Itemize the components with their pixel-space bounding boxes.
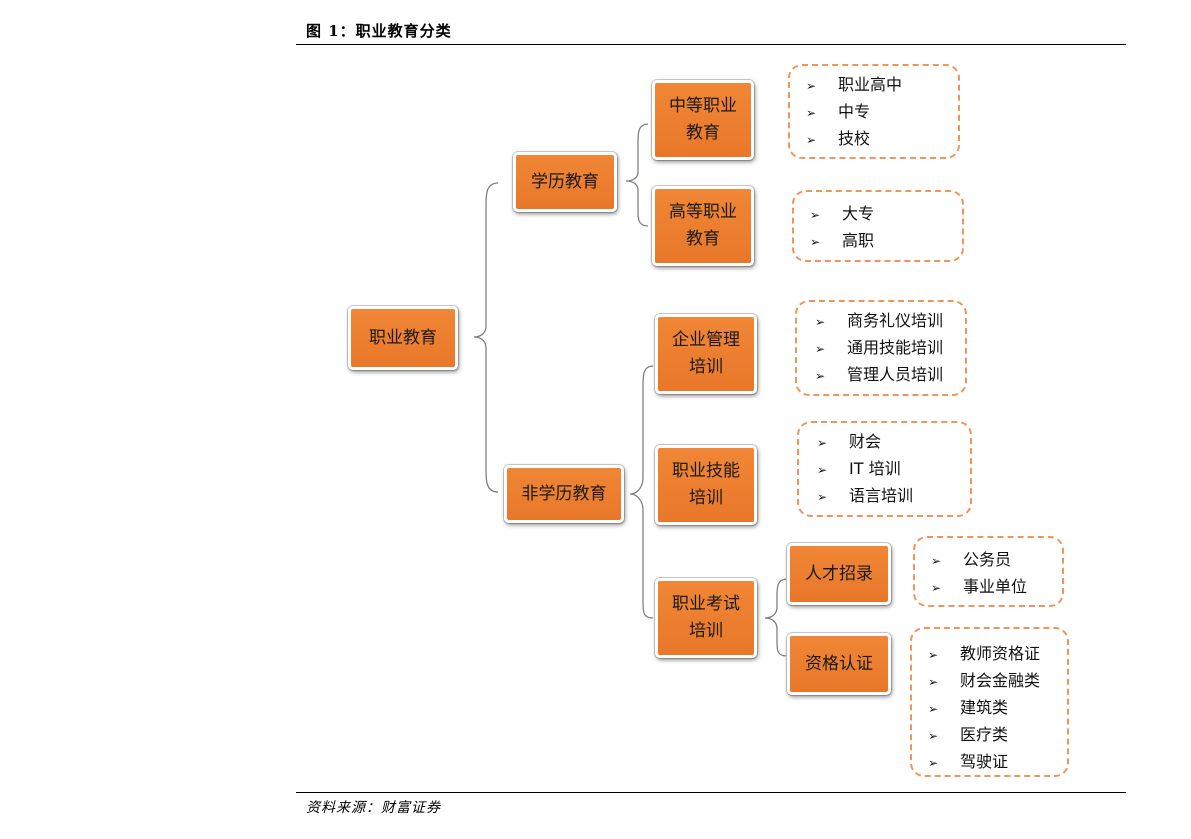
leaf-box-qualification: ➢ 教师资格证 ➢ 财会金融类 ➢ 建筑类 ➢ 医疗类 ➢ 驾驶证 — [910, 627, 1069, 777]
list-item: ➢ 医疗类 — [928, 722, 1067, 749]
bullet-arrow-icon: ➢ — [806, 79, 817, 93]
node-label-line2: 培训 — [689, 621, 723, 641]
list-item-text: 财会 — [849, 432, 882, 451]
bullet-arrow-icon: ➢ — [806, 106, 817, 120]
list-item-text: 医疗类 — [960, 725, 1009, 744]
bottom-rule — [296, 792, 1126, 793]
list-item: ➢ 中专 — [806, 99, 958, 126]
node-label: 非学历教育 — [521, 483, 607, 504]
figure-title: 图 1：职业教育分类 — [306, 22, 452, 40]
leaf-box-secondary-vocational: ➢ 职业高中 ➢ 中专 ➢ 技校 — [788, 64, 960, 159]
node-label-line2: 教育 — [686, 229, 720, 249]
node-academic-education: 学历教育 — [513, 152, 617, 212]
list-item: ➢ 财会 — [817, 429, 970, 456]
list-item: ➢ 建筑类 — [928, 695, 1067, 722]
node-qualification-certification: 资格认证 — [787, 633, 891, 695]
bullet-arrow-icon: ➢ — [817, 490, 828, 504]
bullet-arrow-icon: ➢ — [931, 581, 942, 595]
node-vocational-exam-training: 职业考试培训 — [655, 578, 757, 658]
bullet-arrow-icon: ➢ — [810, 235, 821, 249]
list-item: ➢ 驾驶证 — [928, 749, 1067, 776]
list-item-text: 建筑类 — [960, 698, 1009, 717]
node-label-line1: 高等职业 — [669, 202, 737, 222]
node-label-line1: 职业考试 — [672, 594, 740, 614]
brace-xueli — [625, 123, 649, 227]
source-note: 资料来源：财富证券 — [306, 800, 441, 816]
bullet-arrow-icon: ➢ — [931, 554, 942, 568]
list-item-text: 中专 — [838, 102, 871, 121]
node-label-line2: 教育 — [686, 123, 720, 143]
leaf-box-talent-recruitment: ➢ 公务员 ➢ 事业单位 — [913, 536, 1064, 607]
list-item-text: IT 培训 — [849, 459, 901, 478]
top-rule — [296, 44, 1126, 45]
node-label: 资格认证 — [805, 653, 873, 674]
node-talent-recruitment: 人才招录 — [787, 543, 891, 605]
list-item-text: 技校 — [838, 129, 871, 148]
bullet-arrow-icon: ➢ — [928, 729, 939, 743]
list-item-text: 驾驶证 — [960, 752, 1009, 771]
node-higher-vocational: 高等职业教育 — [652, 186, 754, 266]
node-secondary-vocational: 中等职业教育 — [652, 80, 754, 160]
list-item-text: 职业高中 — [838, 75, 903, 94]
brace-root — [473, 182, 499, 493]
node-enterprise-management-training: 企业管理培训 — [655, 314, 757, 394]
list-item: ➢ IT 培训 — [817, 456, 970, 483]
list-item: ➢ 管理人员培训 — [815, 362, 965, 389]
bullet-arrow-icon: ➢ — [815, 369, 826, 383]
node-vocational-skills-training: 职业技能培训 — [655, 445, 757, 525]
node-label: 学历教育 — [531, 171, 599, 192]
brace-feixueli — [629, 365, 654, 619]
list-item-text: 商务礼仪培训 — [847, 311, 944, 330]
leaf-box-skills-training: ➢ 财会 ➢ IT 培训 ➢ 语言培训 — [797, 421, 972, 517]
bullet-arrow-icon: ➢ — [928, 756, 939, 770]
node-label: 人才招录 — [805, 563, 873, 584]
bullet-arrow-icon: ➢ — [817, 436, 828, 450]
list-item: ➢ 大专 — [810, 201, 962, 228]
list-item-text: 高职 — [842, 231, 875, 250]
bullet-arrow-icon: ➢ — [928, 675, 939, 689]
list-item-text: 教师资格证 — [960, 644, 1041, 663]
bullet-arrow-icon: ➢ — [928, 648, 939, 662]
list-item: ➢ 教师资格证 — [928, 641, 1067, 668]
list-item-text: 语言培训 — [849, 486, 914, 505]
list-item: ➢ 商务礼仪培训 — [815, 308, 965, 335]
list-item: ➢ 职业高中 — [806, 72, 958, 99]
list-item: ➢ 高职 — [810, 228, 962, 255]
list-item: ➢ 技校 — [806, 126, 958, 153]
node-label-line2: 培训 — [689, 357, 723, 377]
brace-kaoshi — [764, 578, 788, 657]
node-non-academic-education: 非学历教育 — [504, 465, 624, 523]
leaf-box-enterprise-training: ➢ 商务礼仪培训 ➢ 通用技能培训 ➢ 管理人员培训 — [795, 300, 967, 396]
leaf-box-higher-vocational: ➢ 大专 ➢ 高职 — [792, 190, 964, 262]
bullet-arrow-icon: ➢ — [928, 702, 939, 716]
node-label-line1: 中等职业 — [669, 96, 737, 116]
list-item: ➢ 通用技能培训 — [815, 335, 965, 362]
bullet-arrow-icon: ➢ — [810, 208, 821, 222]
node-label-line1: 职业技能 — [672, 461, 740, 481]
list-item-text: 大专 — [842, 204, 875, 223]
bullet-arrow-icon: ➢ — [815, 342, 826, 356]
node-label-line2: 培训 — [689, 488, 723, 508]
list-item: ➢ 语言培训 — [817, 483, 970, 510]
list-item: ➢ 事业单位 — [931, 574, 1062, 601]
list-item: ➢ 财会金融类 — [928, 668, 1067, 695]
list-item-text: 事业单位 — [963, 577, 1028, 596]
bullet-arrow-icon: ➢ — [806, 133, 817, 147]
list-item-text: 公务员 — [963, 550, 1012, 569]
node-label: 职业教育 — [369, 327, 437, 348]
bullet-arrow-icon: ➢ — [817, 463, 828, 477]
list-item: ➢ 公务员 — [931, 547, 1062, 574]
list-item-text: 管理人员培训 — [847, 365, 944, 384]
list-item-text: 通用技能培训 — [847, 338, 944, 357]
list-item-text: 财会金融类 — [960, 671, 1041, 690]
node-vocational-education: 职业教育 — [348, 306, 458, 370]
node-label-line1: 企业管理 — [672, 330, 740, 350]
bullet-arrow-icon: ➢ — [815, 315, 826, 329]
